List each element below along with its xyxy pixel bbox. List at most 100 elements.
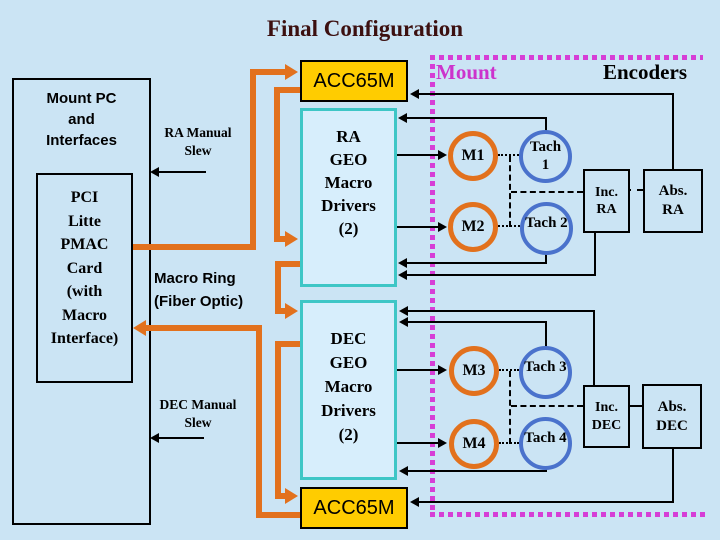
macro-ring-line-to-dec bbox=[275, 308, 287, 314]
line-radrivers-to-m2 bbox=[397, 226, 439, 228]
line-tach2-to-radrivers bbox=[406, 262, 547, 264]
macro-ring-arrowhead-pmac bbox=[133, 320, 146, 336]
page-title: Final Configuration bbox=[266, 16, 464, 41]
macro-ring-line-to-pmac bbox=[146, 325, 262, 331]
arrowhead-into-m2 bbox=[438, 222, 447, 232]
tach3-label: Tach 3 bbox=[524, 359, 567, 375]
m4-label: M4 bbox=[462, 435, 486, 452]
macro-ring-label: Macro Ring (Fiber Optic) bbox=[154, 270, 244, 310]
line-tach1-up bbox=[545, 119, 547, 131]
line-absra-to-acc65m bbox=[418, 93, 674, 95]
line-absdec-to-acc65m-bottom bbox=[418, 501, 674, 503]
dashed-link-ra-vertical bbox=[509, 156, 511, 227]
arrowhead-into-radrivers-mid bbox=[398, 258, 407, 268]
m2-label: M2 bbox=[461, 218, 485, 235]
line-incra-down bbox=[594, 228, 596, 276]
macro-ring-arrowhead-acc-bottom bbox=[285, 488, 298, 504]
dashed-link-to-incra bbox=[511, 191, 583, 193]
mount-region-label: Mount bbox=[436, 60, 497, 84]
ra-manual-slew-arrowhead bbox=[150, 167, 159, 177]
macro-ring-arrowhead-ra bbox=[285, 231, 298, 247]
dec-manual-slew-line bbox=[158, 437, 204, 439]
macro-ring-line-down3 bbox=[275, 341, 281, 499]
dashed-link-to-incdec bbox=[511, 405, 583, 407]
line-radrivers-to-m1 bbox=[397, 154, 439, 156]
mount-pc-box: Mount PC and Interfaces bbox=[12, 78, 151, 525]
m3-motor-circle: M3 bbox=[449, 346, 499, 396]
ra-manual-slew-line bbox=[158, 171, 206, 173]
macro-ring-line-to-ra bbox=[274, 236, 287, 242]
line-incra-to-radrivers bbox=[406, 274, 596, 276]
abs-dec-box: Abs. DEC bbox=[642, 384, 702, 449]
arrowhead-into-decdrivers-bottom bbox=[399, 466, 408, 476]
tach3-circle: Tach 3 bbox=[519, 346, 572, 399]
encoders-region-label: Encoders bbox=[603, 60, 687, 84]
m4-motor-circle: M4 bbox=[449, 419, 499, 469]
tach1-label: Tach 1 bbox=[529, 139, 562, 173]
pmac-card-label: PCI Litte PMAC Card (with Macro Interfac… bbox=[50, 189, 119, 347]
coupling-m3-tach3 bbox=[499, 369, 519, 371]
line-incdec-up bbox=[593, 312, 595, 385]
arrowhead-into-decdrivers-top bbox=[399, 306, 408, 316]
tach2-circle: Tach 2 bbox=[520, 202, 573, 255]
arrowhead-into-acc65m-bottom bbox=[410, 497, 419, 507]
mount-region-border-left bbox=[430, 55, 435, 517]
ra-geo-drivers-box: RA GEO Macro Drivers (2) bbox=[300, 108, 397, 287]
coupling-m1-tach1 bbox=[498, 154, 519, 156]
line-absra-up bbox=[672, 95, 674, 169]
line-tach1-to-radrivers bbox=[406, 117, 547, 119]
m3-label: M3 bbox=[462, 362, 486, 379]
line-tach3-to-decdrivers bbox=[407, 321, 547, 323]
arrowhead-into-decdrivers-second bbox=[399, 317, 408, 327]
dashed-link-dec-vertical bbox=[509, 371, 511, 444]
m2-motor-circle: M2 bbox=[448, 202, 498, 252]
inc-ra-box: Inc. RA bbox=[583, 169, 630, 233]
pmac-card-box: PCI Litte PMAC Card (with Macro Interfac… bbox=[36, 173, 133, 383]
arrowhead-into-m4 bbox=[438, 438, 447, 448]
acc65m-bottom-box: ACC65M bbox=[300, 487, 408, 529]
mount-region-border-bottom bbox=[430, 512, 707, 517]
arrowhead-into-radrivers-bottom bbox=[398, 270, 407, 280]
macro-ring-line-acc-out bbox=[274, 87, 300, 93]
tach4-circle: Tach 4 bbox=[519, 417, 572, 470]
inc-dec-box: Inc. DEC bbox=[583, 385, 630, 448]
dec-geo-drivers-box: DEC GEO Macro Drivers (2) bbox=[300, 300, 397, 480]
acc65m-top-label: ACC65M bbox=[313, 70, 395, 92]
acc65m-top-box: ACC65M bbox=[300, 60, 408, 102]
macro-ring-line-to-acc-top bbox=[250, 69, 287, 75]
mount-pc-label: Mount PC and Interfaces bbox=[46, 90, 117, 149]
arrowhead-into-acc65m-top bbox=[410, 89, 419, 99]
line-decdrivers-to-m4 bbox=[397, 442, 439, 444]
dec-manual-slew-arrowhead bbox=[150, 433, 159, 443]
line-tach3-up bbox=[545, 323, 547, 348]
arrowhead-into-m1 bbox=[438, 150, 447, 160]
tach4-label: Tach 4 bbox=[524, 430, 567, 446]
macro-ring-line-down2 bbox=[275, 261, 281, 314]
macro-ring-line-dec-out bbox=[275, 341, 300, 347]
line-tach4-to-decdrivers bbox=[407, 470, 547, 472]
macro-ring-line-pmac-out bbox=[133, 244, 256, 250]
m1-motor-circle: M1 bbox=[448, 131, 498, 181]
macro-ring-line-up2 bbox=[256, 325, 262, 518]
macro-ring-line-acc-bottom-out bbox=[256, 512, 300, 518]
acc65m-bottom-label: ACC65M bbox=[313, 497, 395, 519]
dashed-link-incra-absra bbox=[625, 189, 643, 191]
macro-ring-arrowhead-acc-top bbox=[285, 64, 298, 80]
line-incdec-to-decdrivers bbox=[407, 310, 595, 312]
line-absdec-down bbox=[672, 445, 674, 503]
line-tach2-down bbox=[545, 252, 547, 264]
dec-manual-slew-label: DEC Manual Slew bbox=[159, 397, 237, 431]
line-decdrivers-to-m3 bbox=[397, 369, 439, 371]
m1-label: M1 bbox=[461, 147, 485, 164]
macro-ring-line-up bbox=[250, 69, 256, 250]
tach1-circle: Tach 1 bbox=[519, 130, 572, 183]
mount-region-border-top bbox=[430, 55, 703, 60]
macro-ring-line-ra-out bbox=[275, 261, 300, 267]
link-incdec-absdec bbox=[625, 405, 642, 407]
arrowhead-into-m3 bbox=[438, 365, 447, 375]
tach2-label: Tach 2 bbox=[525, 215, 568, 231]
macro-ring-line-to-acc-bottom bbox=[275, 493, 287, 499]
abs-ra-box: Abs. RA bbox=[643, 169, 703, 233]
macro-ring-arrowhead-dec bbox=[285, 303, 298, 319]
